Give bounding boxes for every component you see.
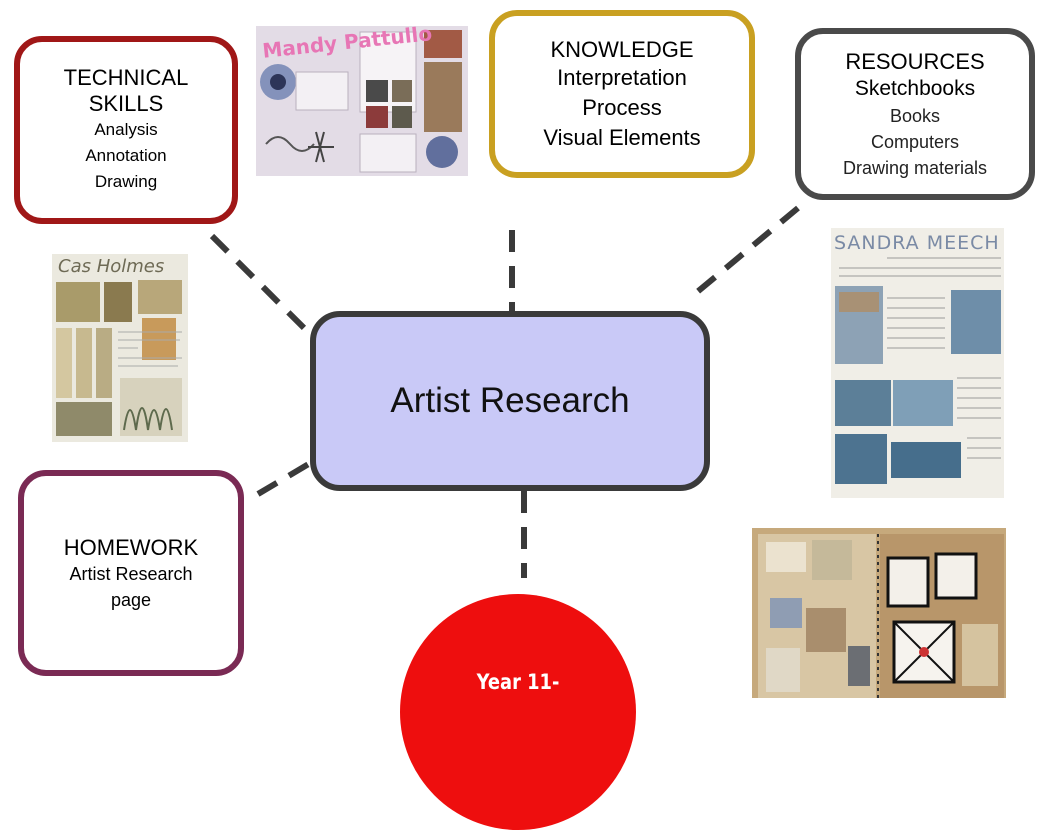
technical-skill-item: Annotation [85,146,167,165]
knowledge-item: Visual Elements [543,124,701,150]
technical-skill-item: Analysis [94,120,158,139]
sandra-meech-photo: SANDRA MEECH [831,228,1004,498]
sandra-meech-title: SANDRA MEECH [834,232,1000,254]
technical-skill-item: Drawing [94,172,158,191]
connector-technical [209,233,315,339]
mandy-pattullo-photo: Mandy Pattullo [256,26,468,176]
homework-box: HOMEWORK Artist Research page [18,470,244,676]
knowledge-box: KNOWLEDGE Interpretation Process Visual … [489,10,755,178]
sketchbook-collage-photo [752,528,1006,698]
homework-item: Artist Research [69,563,193,584]
technical-skills-heading-2: SKILLS [88,91,164,116]
knowledge-heading: KNOWLEDGE [550,36,694,62]
connector-homework [256,459,314,497]
year-11-label: Year 11- [476,670,560,694]
connector-resources [688,205,800,301]
resources-heading: RESOURCES [845,48,985,74]
resources-item: Books [889,105,941,126]
resources-item: Sketchbooks [854,76,976,100]
center-title: Artist Research [390,381,630,420]
resources-item: Drawing materials [842,157,988,178]
technical-skills-heading-1: TECHNICAL [63,65,189,90]
homework-heading: HOMEWORK [63,534,199,560]
technical-skills-box: TECHNICAL SKILLS Analysis Annotation Dra… [14,36,238,224]
resources-item: Computers [870,131,960,152]
connector-lines [209,205,800,578]
homework-item: page [110,589,152,610]
knowledge-item: Process [582,94,662,120]
resources-box: RESOURCES Sketchbooks Books Computers Dr… [795,28,1035,200]
cas-holmes-photo: Cas Holmes [52,254,188,442]
knowledge-item: Interpretation [557,64,687,90]
artist-research-center-box: Artist Research [310,311,710,491]
cas-holmes-title: Cas Holmes [58,256,165,277]
year-11-circle: Year 11- [400,594,636,830]
